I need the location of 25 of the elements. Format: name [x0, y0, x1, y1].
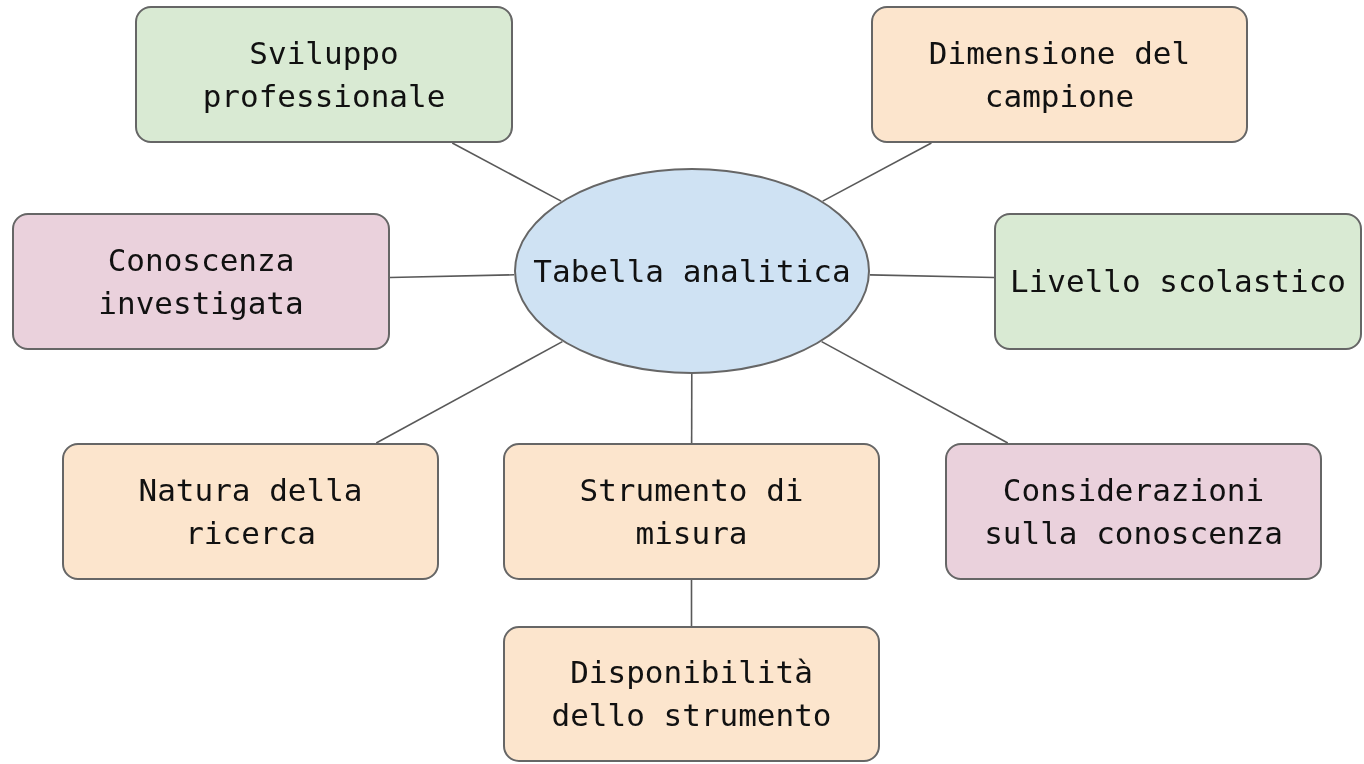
node-label: Livello scolastico	[1009, 262, 1347, 301]
topic-box	[871, 6, 1248, 143]
connector-line	[451, 142, 562, 202]
node-label: Strumento di misura	[578, 470, 805, 553]
topic-box	[12, 213, 390, 350]
connector-line	[690, 373, 693, 444]
connector-line	[821, 142, 933, 202]
node-label: Dimensione del campione	[927, 33, 1192, 116]
topic-box	[503, 443, 880, 580]
node-label: Tabella analitica	[532, 251, 852, 291]
topic-box	[135, 6, 513, 143]
node-label: Disponibilità dello strumento	[550, 653, 833, 735]
connector-line	[690, 579, 693, 627]
topic-box	[503, 626, 880, 762]
topic-box	[945, 443, 1322, 580]
node-label: Natura della ricerca	[137, 470, 364, 553]
topic-box	[62, 443, 439, 580]
connector-line	[375, 340, 564, 444]
node-label: Sviluppo professionale	[201, 33, 447, 116]
connector-line	[820, 340, 1009, 444]
node-label: Conoscenza investigata	[97, 240, 305, 323]
topic-box	[994, 213, 1362, 350]
connector-line	[869, 274, 995, 279]
node-label: Considerazioni sulla conoscenza	[983, 470, 1284, 553]
connector-line	[389, 274, 515, 279]
